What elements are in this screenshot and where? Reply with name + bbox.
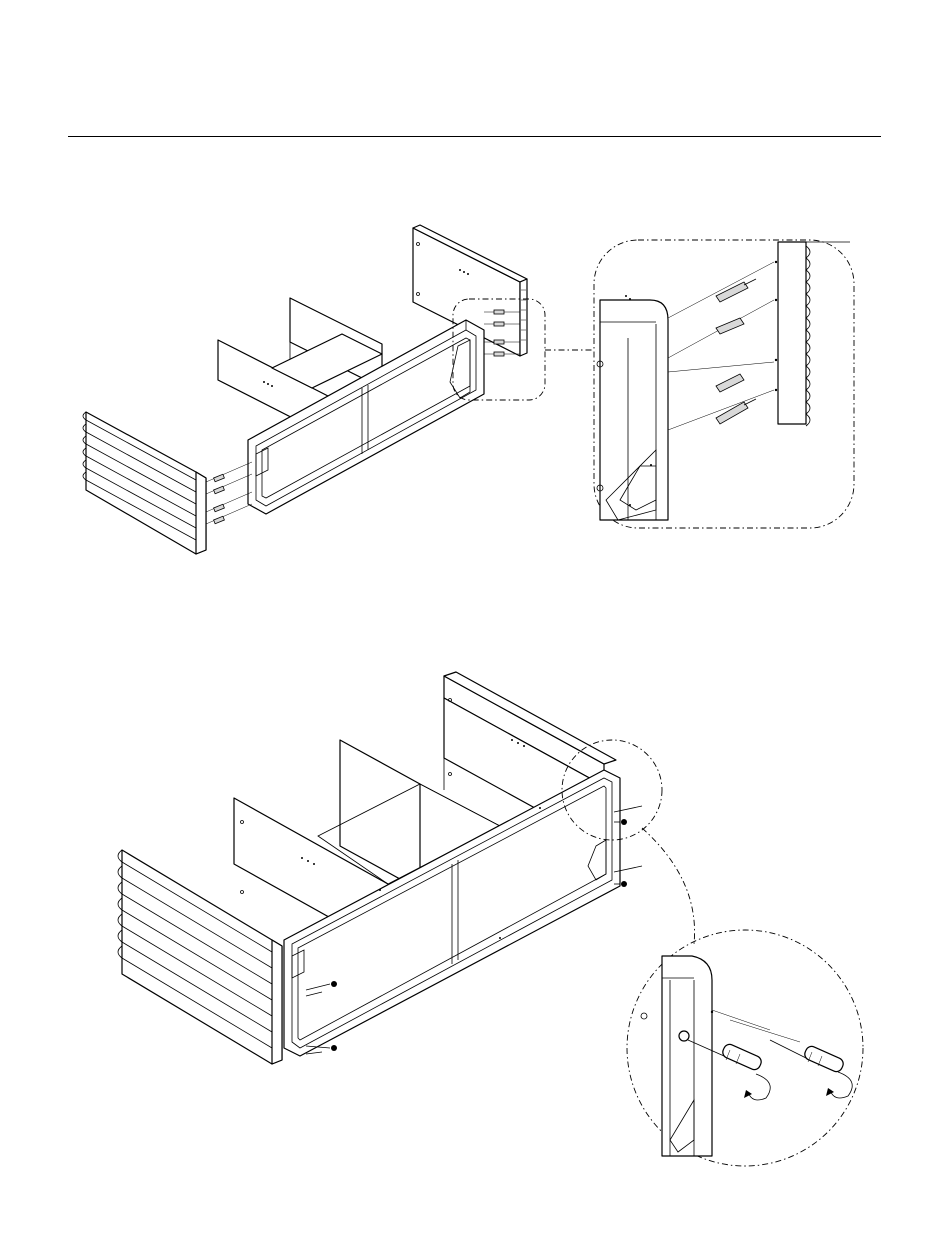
dowel-icon <box>716 318 744 334</box>
rotate-arrow-icon <box>744 1074 770 1100</box>
dowel-icon <box>716 374 744 392</box>
slatted-end-panel <box>83 412 206 554</box>
dowel-icon <box>206 462 252 524</box>
step-a-detail-view <box>594 240 854 528</box>
step-b-detail-view <box>627 930 863 1166</box>
slatted-end-panel <box>118 850 282 1064</box>
rotate-arrow-icon <box>826 1072 852 1098</box>
long-frame <box>284 770 620 1056</box>
screwdriver-icon <box>770 1040 845 1074</box>
cam-bolt-icon <box>716 279 756 302</box>
cam-bolt-icon <box>716 399 756 424</box>
step-b-illustration <box>118 672 863 1166</box>
step-a-illustration <box>83 225 594 554</box>
detail-leader-line <box>642 828 695 944</box>
